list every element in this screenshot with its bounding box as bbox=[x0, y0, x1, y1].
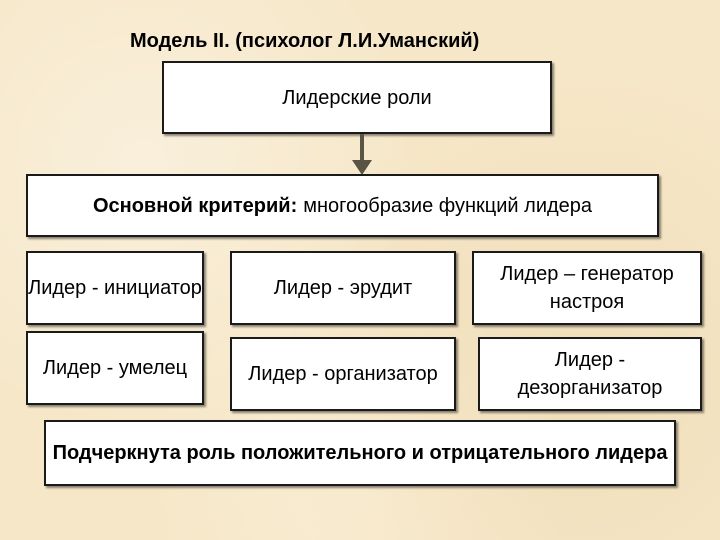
leader-roles-box: Лидерские роли bbox=[162, 61, 552, 134]
diagram-title: Модель II. (психолог Л.И.Уманский) bbox=[130, 30, 480, 52]
criterion-text: многообразие функций лидера bbox=[303, 194, 593, 217]
conclusion-box: Подчеркнута роль положительного и отрица… bbox=[44, 420, 676, 486]
main-criterion-box: Основной критерий: многообразие функций … bbox=[26, 174, 659, 237]
role-label: Лидер - эрудит bbox=[273, 277, 413, 299]
role-label: Лидер - организатор bbox=[248, 363, 438, 385]
criterion-label: Основной критерий: bbox=[92, 194, 298, 217]
role-box-skilled: Лидер - умелец bbox=[26, 331, 204, 405]
conclusion-text: Подчеркнута роль положительного и отрица… bbox=[52, 442, 668, 464]
role-label: Лидер - инициатор bbox=[28, 277, 202, 299]
role-box-initiator: Лидер - инициатор bbox=[26, 251, 204, 325]
down-arrow-icon bbox=[352, 134, 372, 175]
leader-roles-label: Лидерские роли bbox=[282, 86, 432, 109]
role-label: Лидер - умелец bbox=[42, 357, 188, 379]
role-label: Лидер - дезорганизатор bbox=[517, 349, 663, 399]
role-box-erudite: Лидер - эрудит bbox=[230, 251, 456, 325]
role-label: Лидер – генератор настроя bbox=[500, 263, 674, 313]
role-box-mood-generator: Лидер – генератор настроя bbox=[472, 251, 702, 325]
role-box-organizer: Лидер - организатор bbox=[230, 337, 456, 411]
role-box-disorganizer: Лидер - дезорганизатор bbox=[478, 337, 702, 411]
